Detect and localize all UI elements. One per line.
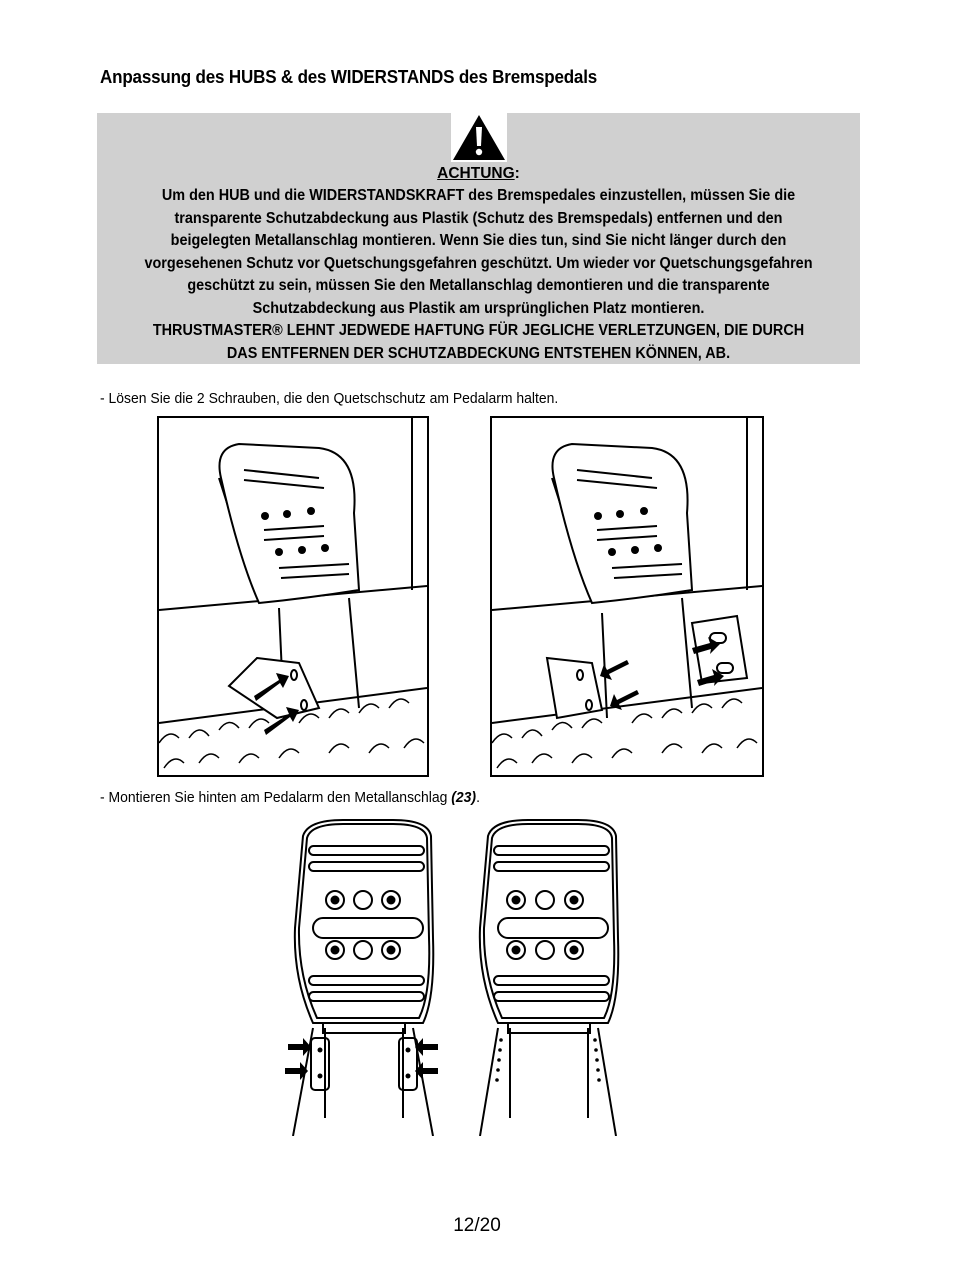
warning-title: ACHTUNG: bbox=[437, 165, 520, 182]
warning-line: vorgesehenen Schutz vor Quetschungsgefah… bbox=[144, 254, 813, 272]
warning-line: DAS ENTFERNEN DER SCHUTZABDECKUNG ENTSTE… bbox=[226, 344, 731, 362]
step-2-text: - Montieren Sie hinten am Pedalarm den M… bbox=[100, 789, 480, 806]
warning-line: beigelegten Metallanschlag montieren. We… bbox=[170, 232, 787, 249]
step-1-text: - Lösen Sie die 2 Schrauben, die den Que… bbox=[100, 390, 559, 407]
warning-line: transparente Schutzabdeckung aus Plastik… bbox=[174, 209, 783, 227]
warning-line: Um den HUB und die WIDERSTANDSKRAFT des … bbox=[161, 187, 796, 204]
metal-stop-mounted-illustration bbox=[283, 818, 443, 1137]
warning-triangle-icon bbox=[451, 113, 507, 162]
page-heading: Anpassung des HUBS & des WIDERSTANDS des… bbox=[100, 66, 598, 87]
warning-line: geschützt zu sein, müssen Sie den Metall… bbox=[187, 277, 770, 294]
pedal-without-stop-illustration bbox=[468, 818, 628, 1137]
warning-line: THRUSTMASTER® LEHNT JEDWEDE HAFTUNG FÜR … bbox=[152, 322, 805, 339]
warning-text: Um den HUB und die WIDERSTANDSKRAFT des … bbox=[127, 185, 829, 365]
warning-line: Schutzabdeckung aus Plastik am ursprüngl… bbox=[252, 299, 705, 317]
page-number: 12/20 bbox=[453, 1215, 501, 1236]
warning-box: ACHTUNG: Um den HUB und die WIDERSTANDSK… bbox=[97, 113, 860, 364]
pedal-guard-removed-illustration bbox=[490, 416, 764, 777]
pedal-guard-screws-illustration bbox=[157, 416, 429, 777]
